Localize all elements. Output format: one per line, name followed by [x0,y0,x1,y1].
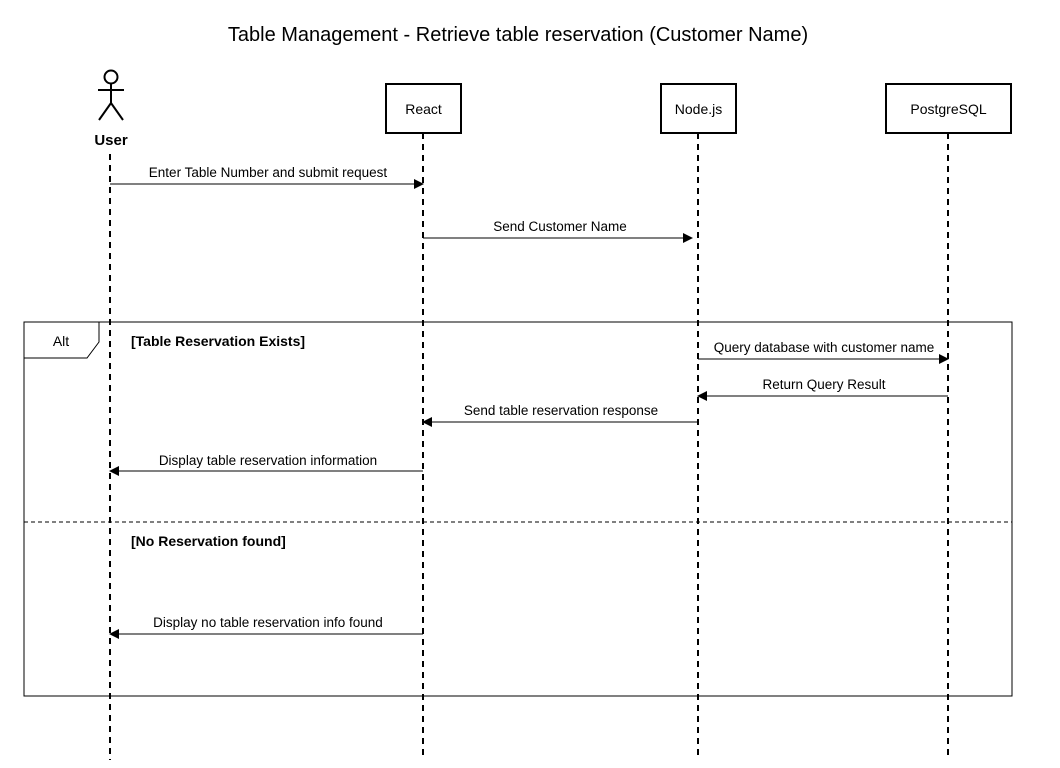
alt-frame-border [23,321,1013,697]
participant-label-postgresql: PostgreSQL [910,101,986,117]
message-send-reservation-response: Send table reservation response [422,403,698,427]
participant-box-nodejs [660,83,737,134]
participant-postgresql: PostgreSQL [885,83,1012,134]
participant-nodejs: Node.js [660,83,737,134]
messages: Enter Table Number and submit request Se… [109,165,949,639]
message-display-reservation-info: Display table reservation information [109,453,423,476]
message-label: Enter Table Number and submit request [149,165,388,180]
message-label: Query database with customer name [714,340,935,355]
user-actor-icon [98,69,124,121]
participant-box-postgresql [885,83,1012,134]
message-enter-table-number: Enter Table Number and submit request [110,165,424,189]
alt-frame-operator-label: Alt [53,333,69,349]
message-query-database: Query database with customer name [698,340,949,364]
participant-label-user: User [94,132,128,149]
participant-box-react [385,83,462,134]
participant-react: React [385,83,462,134]
message-label: Display no table reservation info found [153,615,383,630]
participant-label-nodejs: Node.js [675,101,722,117]
diagram-title: Table Management - Retrieve table reserv… [228,24,808,46]
message-display-no-reservation: Display no table reservation info found [109,615,423,639]
message-label: Display table reservation information [159,453,377,468]
participant-user: User [94,69,128,149]
alt-frame-operator-tab [24,321,100,359]
alt-guard-reservation-exists: [Table Reservation Exists] [131,333,305,349]
participant-label-react: React [405,101,442,117]
message-send-customer-name: Send Customer Name [423,219,693,243]
alt-frame: Alt [Table Reservation Exists] [No Reser… [23,321,1013,697]
message-label: Send Customer Name [493,219,627,234]
message-label: Return Query Result [762,377,885,392]
alt-guard-no-reservation: [No Reservation found] [131,533,286,549]
message-return-query-result: Return Query Result [697,377,948,401]
message-label: Send table reservation response [464,403,658,418]
